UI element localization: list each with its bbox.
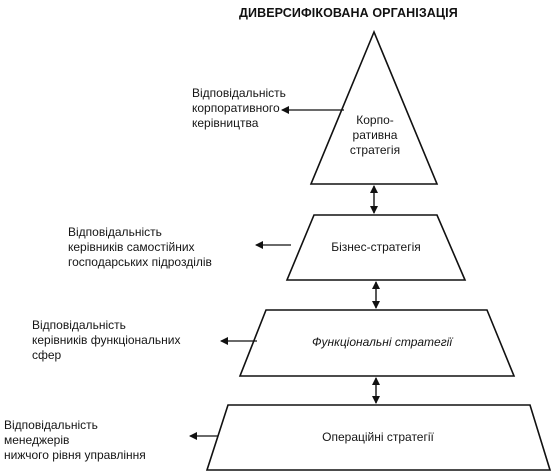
page-title: ДИВЕРСИФІКОВАНА ОРГАНІЗАЦІЯ [239, 6, 458, 20]
responsibility-business: Відповідальність керівників самостійних … [68, 225, 212, 269]
tier-label-business: Бізнес-стратегія [331, 240, 421, 254]
business-strategy-trapezoid [285, 214, 467, 281]
responsibility-operational: Відповідальність менеджерів нижчого рівн… [4, 418, 146, 462]
tier-label-functional: Функціональні стратегії [312, 335, 452, 349]
tier-label-corporate: Корпо- ративна стратегія [349, 113, 401, 157]
tier-label-operational: Операційні стратегії [322, 430, 434, 444]
responsibility-corporate: Відповідальність корпоративного керівниц… [192, 86, 286, 130]
operational-strategy-trapezoid [205, 404, 552, 471]
responsibility-functional: Відповідальність керівників функціональн… [32, 318, 181, 362]
functional-strategy-trapezoid [238, 309, 516, 377]
corporate-strategy-triangle [309, 29, 439, 185]
